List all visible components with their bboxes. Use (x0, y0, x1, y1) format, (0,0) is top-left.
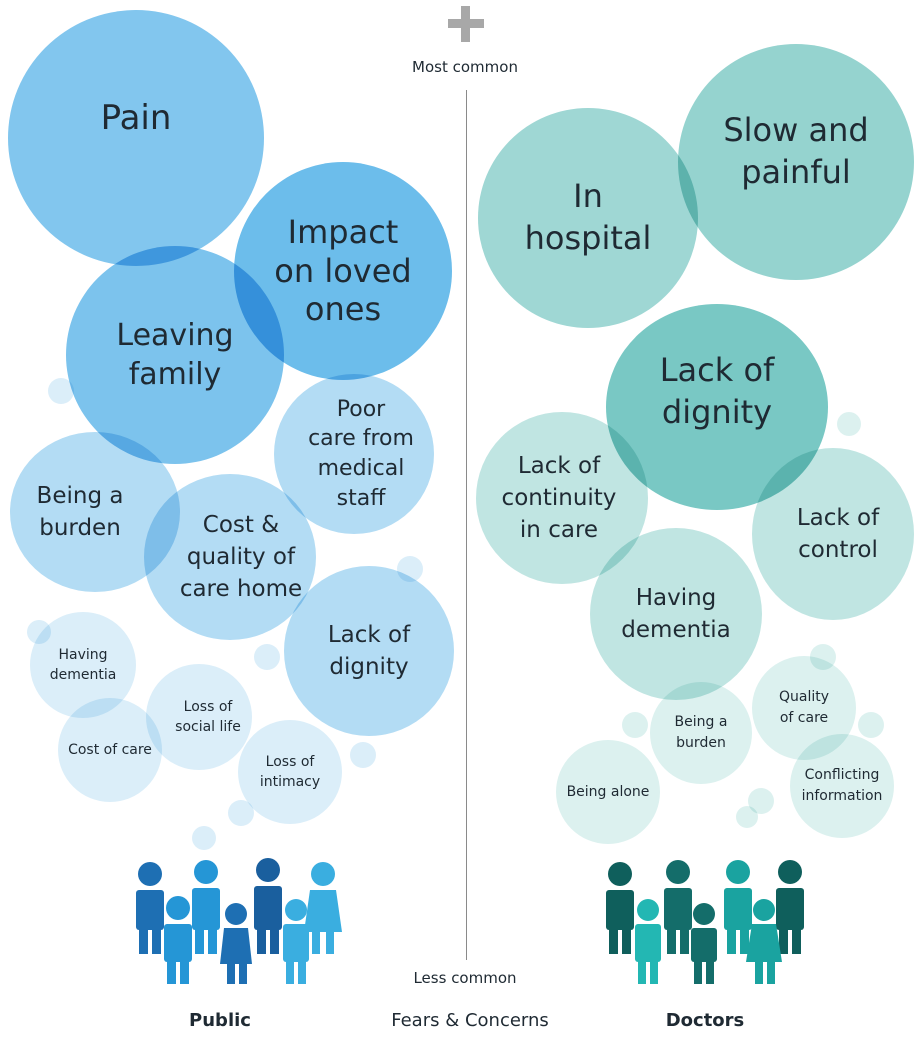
decor-dot (192, 826, 216, 850)
decor-dot (350, 742, 376, 768)
doctor-fear-lack-of-continuity-in-care: Lack of continuity in care (476, 412, 648, 584)
public-people-icon (136, 858, 342, 984)
most-common-label: Most common (412, 58, 518, 76)
doctors-people-icon (606, 860, 804, 984)
plus-icon (448, 6, 484, 42)
public-fear-cost-quality-care-home: Cost & quality of care home (144, 474, 316, 640)
decor-dot (622, 712, 648, 738)
doctors-label: Doctors (665, 1010, 745, 1031)
doctor-fear-slow-and-painful: Slow and painful (678, 44, 914, 280)
public-fear-leaving-family: Leaving family (66, 246, 284, 464)
public-label: Public (189, 1010, 251, 1031)
center-divider (466, 90, 467, 960)
fears-concerns-label: Fears & Concerns (391, 1010, 549, 1031)
public-fear-poor-care-medical-staff: Poor care from medical staff (274, 374, 434, 534)
decor-dot (254, 644, 280, 670)
doctor-fear-lack-of-control: Lack of control (752, 448, 914, 620)
doctor-fear-conflicting-information: Conflicting information (790, 734, 894, 838)
decor-dot (858, 712, 884, 738)
doctor-fear-being-a-burden: Being a burden (650, 682, 752, 784)
doctor-fear-in-hospital: In hospital (478, 108, 698, 328)
public-fear-lack-of-dignity: Lack of dignity (284, 566, 454, 736)
less-common-label: Less common (413, 969, 517, 987)
doctor-fear-quality-of-care: Quality of care (752, 656, 856, 760)
public-fear-pain: Pain (8, 10, 264, 266)
decor-dot (736, 806, 758, 828)
doctor-fear-being-alone: Being alone (556, 740, 660, 844)
decor-dot (837, 412, 861, 436)
public-fear-loss-of-intimacy: Loss of intimacy (238, 720, 342, 824)
doctor-fear-having-dementia: Having dementia (590, 528, 762, 700)
public-fear-loss-of-social-life: Loss of social life (146, 664, 252, 770)
public-fear-cost-of-care: Cost of care (58, 698, 162, 802)
